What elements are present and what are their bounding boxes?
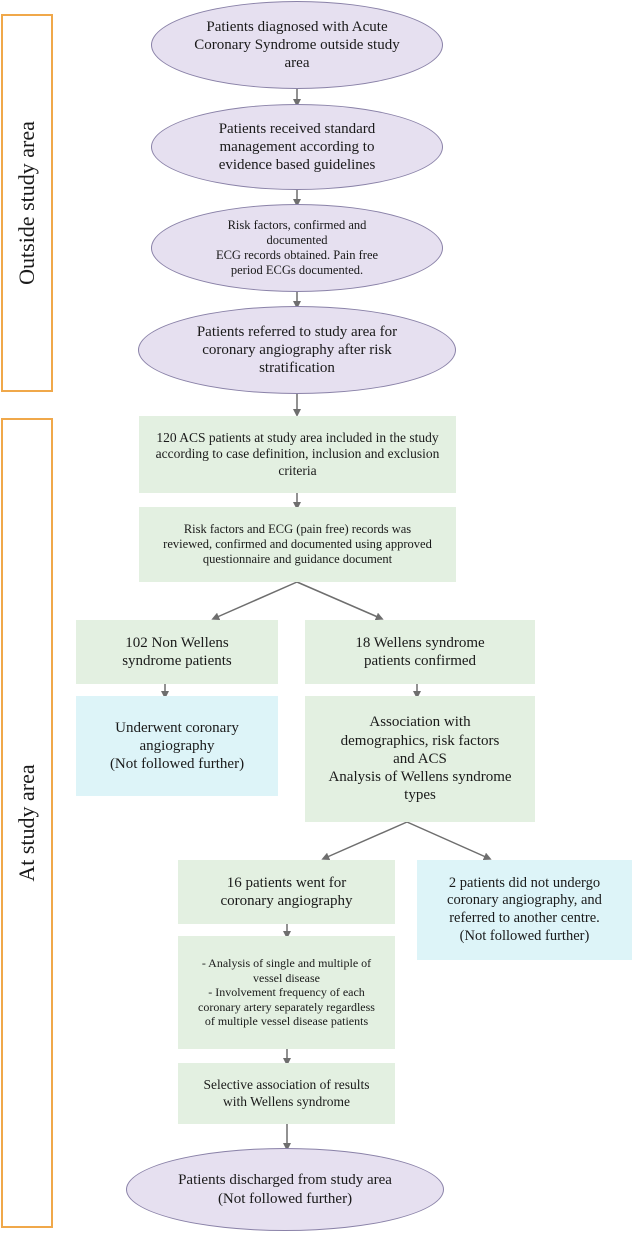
node-no-angiography: 2 patients did not undergo coronary angi… <box>417 860 632 960</box>
node-vessel-analysis: - Analysis of single and multiple of ves… <box>178 936 395 1049</box>
node-referred: Patients referred to study area for coro… <box>138 306 456 394</box>
arrow-reviewed-to-non-wellens <box>211 581 298 621</box>
node-reviewed: Risk factors and ECG (pain free) records… <box>139 507 456 582</box>
node-standard-management: Patients received standard management ac… <box>151 104 443 190</box>
node-went-angiography: 16 patients went for coronary angiograph… <box>178 860 395 924</box>
node-discharged: Patients discharged from study area (Not… <box>126 1148 444 1231</box>
arrow-association-to-no-angio <box>406 821 492 861</box>
node-included: 120 ACS patients at study area included … <box>139 416 456 493</box>
arrow-reviewed-to-wellens <box>296 581 384 621</box>
node-non-wellens: 102 Non Wellens syndrome patients <box>76 620 278 684</box>
at-study-area-band: At study area <box>1 418 53 1228</box>
node-selective-association: Selective association of results with We… <box>178 1063 395 1124</box>
arrow-association-to-went-angio <box>321 821 408 861</box>
node-wellens: 18 Wellens syndrome patients confirmed <box>305 620 535 684</box>
node-risk-factors-ecg: Risk factors, confirmed and documented E… <box>151 204 443 292</box>
node-association: Association with demographics, risk fact… <box>305 696 535 822</box>
outside-study-area-band: Outside study area <box>1 14 53 392</box>
node-non-wellens-angiography: Underwent coronary angiography (Not foll… <box>76 696 278 796</box>
node-diagnosed: Patients diagnosed with Acute Coronary S… <box>151 1 443 89</box>
